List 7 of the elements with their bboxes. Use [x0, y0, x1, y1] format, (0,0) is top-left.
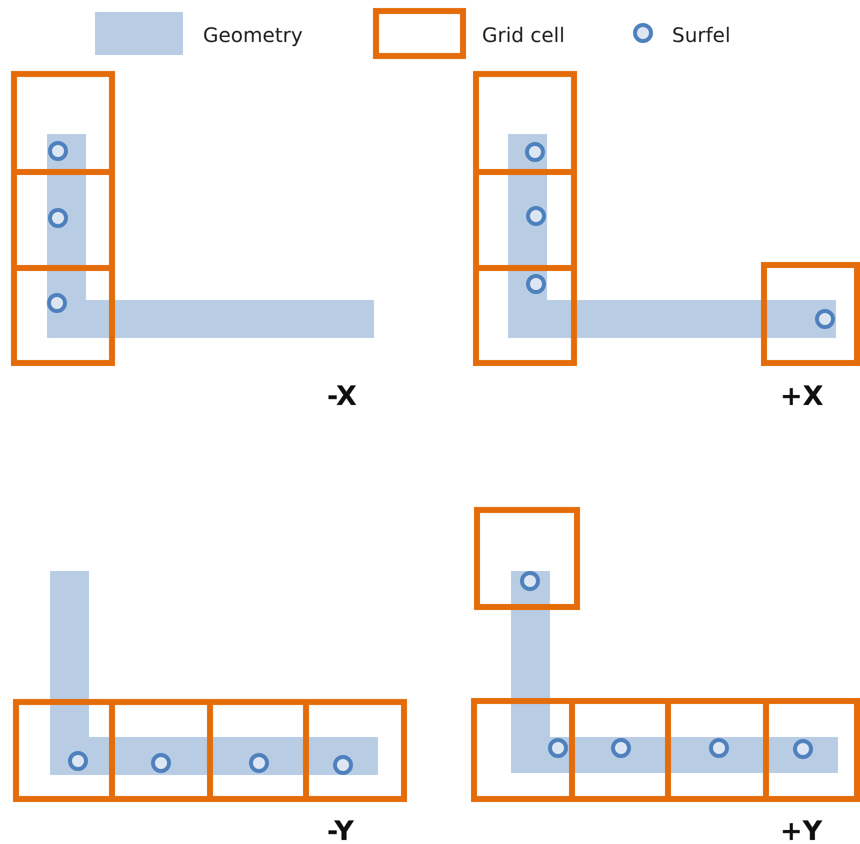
legend-label: Geometry	[203, 23, 303, 47]
legend-label: Grid cell	[482, 23, 565, 47]
direction-label: -X	[327, 382, 357, 412]
legend-label: Surfel	[672, 23, 730, 47]
direction-label: -Y	[327, 817, 354, 844]
direction-label: +X	[780, 382, 824, 412]
direction-label: +Y	[780, 817, 822, 844]
